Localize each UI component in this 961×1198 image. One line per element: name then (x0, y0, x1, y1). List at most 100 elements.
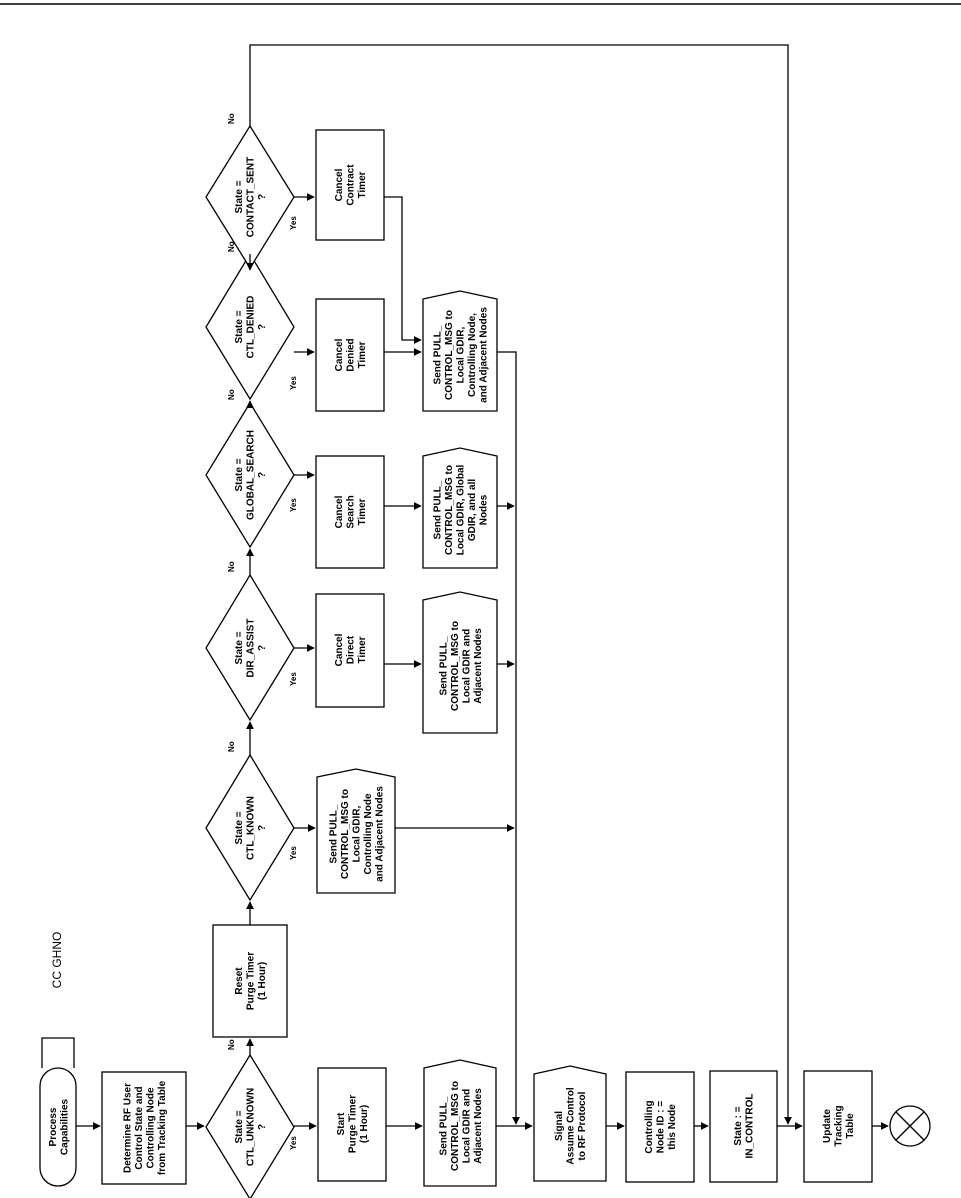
svg-text:Yes: Yes (289, 376, 298, 390)
decision-ctl-unknown (205, 1053, 295, 1198)
state-in-control-label: State : =IN_CONTROL (733, 1094, 756, 1159)
svg-text:Yes: Yes (289, 672, 298, 686)
label-line: Timer (357, 498, 368, 525)
label-line: Local GDIR, Global (456, 465, 467, 556)
reset-purge-timer-box (212, 924, 288, 1038)
decision-global-search (205, 401, 295, 549)
label-line: Local GDIR, (352, 805, 363, 862)
label-line: ? (257, 472, 268, 478)
label-line: Denied (346, 338, 357, 371)
decision-ctl-known (205, 753, 295, 902)
svg-text:Yes: Yes (289, 1136, 298, 1150)
svg-text:Yes: Yes (289, 846, 298, 860)
connectors (76, 44, 889, 1130)
label-line: Cancel (334, 168, 345, 201)
send-pull-direct-box (422, 591, 498, 734)
label-line: State = (234, 310, 245, 343)
label-line: CONTROL_MSG to (444, 465, 455, 555)
label-line: GDIR, and all (467, 479, 478, 541)
send-pull-denied-box (422, 290, 498, 412)
svg-text:Yes: Yes (289, 216, 298, 230)
label-line: Local GDIR, (456, 326, 467, 383)
signal-assume-control-box (533, 1065, 607, 1182)
decision-ctl-unknown-label: State =CTL_UNKNOWN? (234, 1088, 268, 1166)
label-line: Controlling Node (363, 793, 374, 875)
cancel-denied-timer-box (315, 298, 385, 412)
decision-dir-assist-label: State =DIR_ASSIST? (234, 619, 268, 678)
label-line: Timer (357, 341, 368, 368)
cc-ghno-label: CC GHNO (50, 932, 64, 989)
svg-text:No: No (227, 113, 236, 124)
label-line: Local GDIR and (461, 1089, 472, 1163)
label-line: (1 Hour) (359, 1105, 370, 1143)
controlling-node-id-box (625, 1071, 695, 1183)
label-line: Purge Timer (348, 1095, 359, 1153)
send-pull-unknown-box (423, 1059, 497, 1187)
start-purge-timer-box (317, 1067, 387, 1182)
label-line: Start (336, 1112, 347, 1135)
label-line: CONTROL_MSG to (450, 1081, 461, 1171)
svg-text:No: No (227, 241, 236, 252)
svg-text:Yes: Yes (289, 498, 298, 512)
decision-ctl-known-label: State =CTL_KNOWN? (234, 796, 268, 860)
label-line: Purge Timer (246, 952, 257, 1010)
label-line: ? (257, 645, 268, 651)
label-line: Timer (357, 636, 368, 663)
label-line: Control State and (134, 1086, 145, 1169)
label-line: State : = (733, 1106, 744, 1145)
label-line: Table (845, 1113, 856, 1139)
label-line: State = (234, 811, 245, 844)
decision-contact-sent-label: State =CONTACT_SENT? (234, 157, 268, 237)
label-line: Adjacent Nodes (473, 1088, 484, 1164)
label-line: State = (234, 180, 245, 213)
label-line: IN_CONTROL (744, 1094, 755, 1159)
process-capabilities-terminator (39, 1067, 77, 1187)
label-line: and Adjacent Nodes (479, 307, 490, 403)
label-line: Send PULL_ (433, 480, 444, 539)
label-line: Capabilities (59, 1099, 70, 1156)
label-line: Signal (554, 1111, 565, 1141)
label-line: Direct (346, 635, 357, 664)
label-line: to RF Protocol (577, 1091, 588, 1160)
label-line: Cancel (334, 338, 345, 371)
label-line: CTL_DENIED (246, 296, 257, 359)
label-line: CONTACT_SENT (246, 157, 257, 237)
label-line: Controlling (644, 1100, 655, 1153)
cancel-direct-timer-box (315, 593, 385, 708)
label-line: CONTROL_MSG to (444, 310, 455, 400)
label-line: Cancel (334, 633, 345, 666)
label-line: Search (346, 495, 357, 528)
label-line: CTL_KNOWN (246, 796, 257, 860)
label-line: Cancel (334, 495, 345, 528)
label-line: Assume Control (566, 1087, 577, 1164)
label-line: Reset (234, 967, 245, 995)
svg-text:No: No (227, 561, 236, 572)
send-pull-known-box (316, 768, 396, 894)
label-line: ? (257, 825, 268, 831)
label-line: ? (257, 324, 268, 330)
label-line: Tracking (834, 1105, 845, 1146)
label-line: Update (822, 1109, 833, 1143)
label-line: State = (234, 458, 245, 491)
label-line: Send PULL_ (433, 325, 444, 384)
label-line: Send PULL_ (438, 1096, 449, 1155)
label-line: Send PULL_ (329, 804, 340, 863)
label-line: CONTROL_MSG to (340, 789, 351, 879)
label-line: this Node (667, 1104, 678, 1150)
label-line: Send PULL_ (438, 636, 449, 695)
label-line: Controlling Node (145, 1087, 156, 1169)
label-line: State = (234, 631, 245, 664)
label-line: from Tracking Table (157, 1080, 168, 1175)
